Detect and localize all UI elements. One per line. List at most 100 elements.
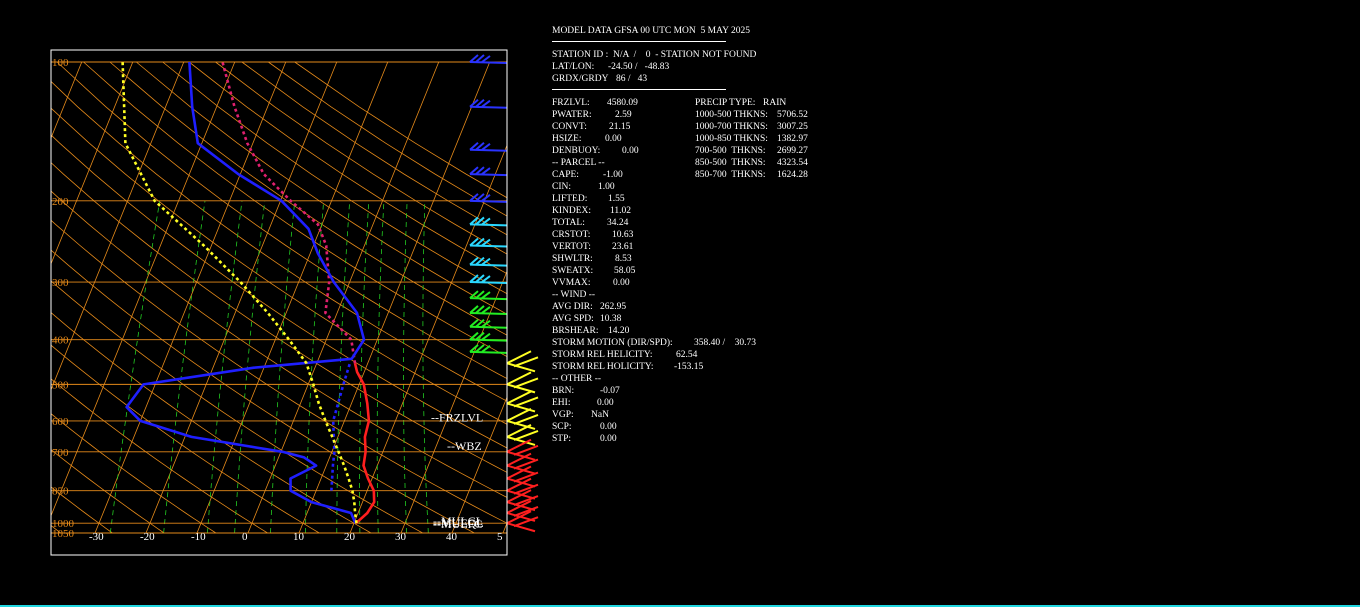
isotherm-line [51, 61, 134, 265]
index-value: 0.00 [600, 422, 617, 432]
temperature-tick-label: -30 [89, 531, 104, 543]
wind-barb [469, 256, 508, 267]
index-label: HSIZE: [552, 134, 582, 144]
index-label: TOTAL: [552, 218, 585, 228]
bottom-border [0, 605, 1360, 607]
index-value: 2.59 [615, 110, 632, 120]
pressure-tick-label: 700 [52, 447, 69, 459]
isotherm-line [51, 61, 185, 391]
index-value: NaN [591, 410, 609, 420]
isotherm-line [298, 61, 491, 534]
temperature-tick-label: -20 [140, 531, 155, 543]
thickness-value: RAIN [763, 98, 787, 108]
isotherm-line [94, 61, 287, 534]
dry-adiabat-line [51, 249, 475, 534]
wind-barb [469, 98, 508, 109]
mixing-ratio-line [359, 200, 370, 534]
wind-barb [469, 344, 508, 354]
index-value: 10.38 [600, 314, 622, 324]
mixing-ratio-line [376, 200, 385, 534]
temperature-tick-label: 0 [242, 531, 248, 543]
index-label: AVG SPD: [552, 314, 594, 324]
dry-adiabat-line [51, 80, 507, 402]
dry-adiabat-line [51, 525, 61, 534]
index-value: 1.55 [608, 194, 625, 204]
wind-barb [469, 305, 508, 315]
level-label: --MULFC [433, 517, 482, 531]
index-label: STP: [552, 434, 572, 444]
mixing-ratio-lines [109, 200, 429, 534]
index-label: CRSTOT: [552, 230, 591, 240]
level-labels: --FRZLVL--WBZ--MULCL--MUEQL--MULFC [431, 411, 484, 532]
grid-value: 86 / 43 [616, 74, 648, 84]
dry-adiabat-lines [51, 61, 507, 534]
index-value: 11.02 [610, 206, 632, 216]
pressure-tick-label: 600 [52, 416, 69, 428]
index-label: CAPE: [552, 170, 579, 180]
station-id: STATION ID : N/A / 0 - STATION NOT FOUND [552, 50, 757, 60]
index-label: EHI: [552, 398, 571, 408]
divider [552, 41, 726, 42]
pressure-tick-label: 400 [52, 335, 69, 347]
wind-barb [469, 274, 508, 285]
pressure-tick-label: 500 [52, 379, 69, 391]
pressure-tick-label: 850 [52, 486, 69, 498]
plot-frame [50, 49, 508, 556]
index-value: -153.15 [674, 362, 704, 372]
latlon-value: -24.50 / -48.83 [608, 62, 670, 72]
index-label: -- WIND -- [552, 290, 596, 300]
mixing-ratio-line [305, 200, 325, 534]
indices-panel: MODEL DATA GFSA 00 UTC MON 5 MAY 2025 ST… [552, 25, 1012, 455]
index-value: 358.40 / 30.73 [694, 338, 757, 348]
index-value: 23.61 [612, 242, 634, 252]
index-label: VERTOT: [552, 242, 591, 252]
dry-adiabat-line [136, 61, 507, 315]
thickness-value: 4323.54 [777, 158, 808, 168]
temperature-tick-label: -10 [191, 531, 206, 543]
index-label: CONVT: [552, 122, 587, 132]
index-value: 0.00 [597, 398, 614, 408]
wind-barb [469, 319, 508, 329]
level-label: --WBZ [447, 439, 482, 453]
index-label: VVMAX: [552, 278, 591, 288]
wind-barb [506, 438, 539, 461]
dry-adiabat-line [51, 378, 268, 534]
thickness-label: 850-700 THKNS: [695, 170, 766, 180]
level-label: --FRZLVL [431, 411, 483, 425]
index-label: BRSHEAR: [552, 326, 599, 336]
pressure-tick-label: 100 [52, 57, 69, 69]
wind-barb [506, 510, 539, 533]
index-label: SCP: [552, 422, 572, 432]
wind-barb [506, 408, 539, 430]
dry-adiabat-line [51, 107, 507, 425]
wind-barb [469, 237, 508, 248]
isotherm-line [51, 61, 83, 140]
index-label: KINDEX: [552, 206, 592, 216]
index-label: STORM REL HELICITY: [552, 350, 653, 360]
wind-barb [469, 166, 508, 177]
isotherm-line [451, 396, 507, 534]
dry-adiabat-line [215, 61, 507, 255]
index-label: -- OTHER -- [552, 374, 602, 384]
index-value: 14.20 [608, 326, 630, 336]
sounding-series [121, 61, 376, 525]
wind-barb [469, 54, 508, 64]
index-value: 0.00 [613, 278, 630, 288]
wind-barb [469, 331, 508, 342]
wind-barb [506, 424, 539, 446]
mixing-ratio-line [403, 200, 408, 534]
index-label: CIN: [552, 182, 571, 192]
thickness-value: 1382.97 [777, 134, 808, 144]
thickness-label: 1000-850 THKNS: [695, 134, 768, 144]
pressure-tick-label: 1000 [52, 518, 75, 530]
index-value: 8.53 [615, 254, 632, 264]
pressure-tick-label: 200 [52, 196, 69, 208]
dry-adiabat-line [51, 280, 423, 534]
index-label: BRN: [552, 386, 575, 396]
isobar-lines [51, 61, 507, 534]
pressure-tick-label: 1050 [52, 528, 75, 540]
dry-adiabat-line [109, 61, 507, 336]
index-value: 62.54 [676, 350, 698, 360]
wind-barb [506, 371, 539, 394]
